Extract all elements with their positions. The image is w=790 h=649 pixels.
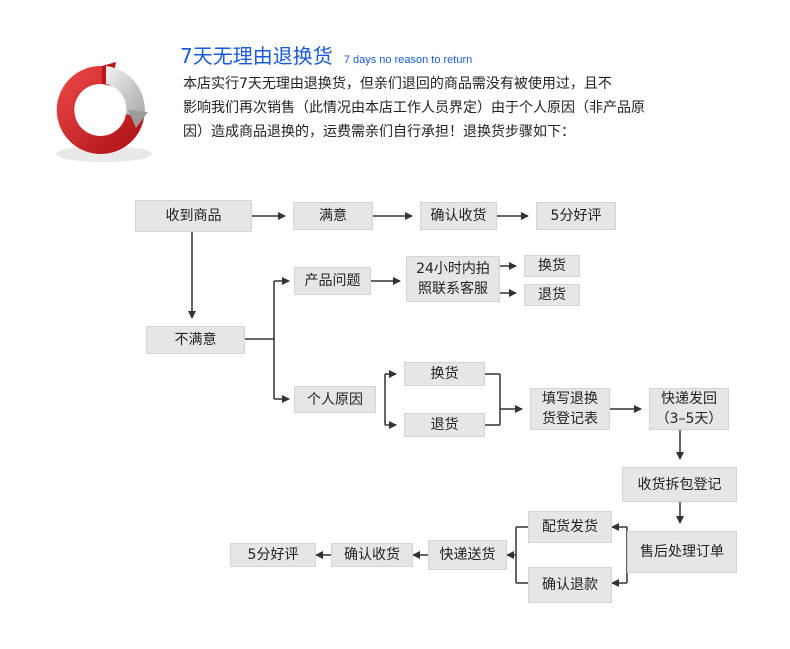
step-confirm-receipt: 确认收货 xyxy=(331,543,413,567)
step-label: 确认收货 xyxy=(430,208,487,224)
step-label: 快递发回 xyxy=(660,391,717,407)
step-return: 退货 xyxy=(404,413,485,437)
step-exchange: 换货 xyxy=(524,255,580,277)
description-line: 本店实行7天无理由退换货，但亲们退回的商品需没有被使用过，且不 xyxy=(183,76,612,92)
circular-arrows-icon xyxy=(56,62,152,162)
title-cn: 7天无理由退换货 xyxy=(180,44,333,68)
step-express-return: 快递发回 （3–5天） xyxy=(649,388,729,430)
step-contact-service: 24小时内拍照联系客服 xyxy=(406,256,500,302)
step-express-delivery: 快递送货 xyxy=(428,540,507,570)
step-label: 换货 xyxy=(430,366,459,382)
step-label: 24小时内拍 xyxy=(416,261,490,277)
step-exchange: 换货 xyxy=(404,362,485,386)
step-label: 换货 xyxy=(538,258,566,274)
step-label: 满意 xyxy=(319,208,347,224)
step-satisfied: 满意 xyxy=(293,202,373,230)
step-five-star-review: 5分好评 xyxy=(536,202,616,230)
step-label: 确认收货 xyxy=(344,547,400,563)
step-five-star-review: 5分好评 xyxy=(230,543,316,567)
step-label: 收货拆包登记 xyxy=(637,476,722,493)
step-receive-goods: 收到商品 xyxy=(135,200,252,232)
step-label: 退货 xyxy=(430,417,459,433)
description-line: 影响我们再次销售（此情况由本店工作人员界定）由于个人原因（非产品原 xyxy=(183,100,645,116)
step-label: 货登记表 xyxy=(542,411,598,427)
title-en: 7 days no reason to return xyxy=(343,54,473,66)
step-label: （3–5天） xyxy=(655,411,723,427)
step-product-issue: 产品问题 xyxy=(294,267,371,295)
step-return: 退货 xyxy=(524,284,580,306)
step-label: 售后处理订单 xyxy=(640,544,724,560)
step-confirm-refund: 确认退款 xyxy=(528,567,612,603)
step-label: 退货 xyxy=(538,287,566,303)
step-label: 快递送货 xyxy=(439,547,496,563)
step-confirm-receipt: 确认收货 xyxy=(420,202,497,230)
step-label: 产品问题 xyxy=(304,273,361,289)
step-ship-goods: 配货发货 xyxy=(528,511,612,543)
step-unpack-register: 收货拆包登记 xyxy=(622,467,737,502)
step-label: 5分好评 xyxy=(550,208,602,224)
step-label: 不满意 xyxy=(174,332,217,348)
step-label: 5分好评 xyxy=(247,547,299,563)
page-title: 7天无理由退换货 7 days no reason to return xyxy=(180,40,472,69)
step-label: 填写退换 xyxy=(542,391,598,407)
step-fill-return-form: 填写退换货登记表 xyxy=(530,388,610,430)
step-label: 个人原因 xyxy=(307,391,363,408)
step-personal-reason: 个人原因 xyxy=(294,386,376,413)
step-process-order: 售后处理订单 xyxy=(627,531,737,573)
step-label: 收到商品 xyxy=(165,208,222,224)
step-label: 照联系客服 xyxy=(417,281,488,297)
description-line: 因）造成商品退换的，运费需亲们自行承担！退换货步骤如下： xyxy=(183,124,575,140)
step-label: 配货发货 xyxy=(542,519,598,535)
step-unsatisfied: 不满意 xyxy=(146,326,245,354)
description: 本店实行7天无理由退换货，但亲们退回的商品需没有被使用过，且不 影响我们再次销售… xyxy=(183,72,743,144)
step-label: 确认退款 xyxy=(542,577,598,593)
